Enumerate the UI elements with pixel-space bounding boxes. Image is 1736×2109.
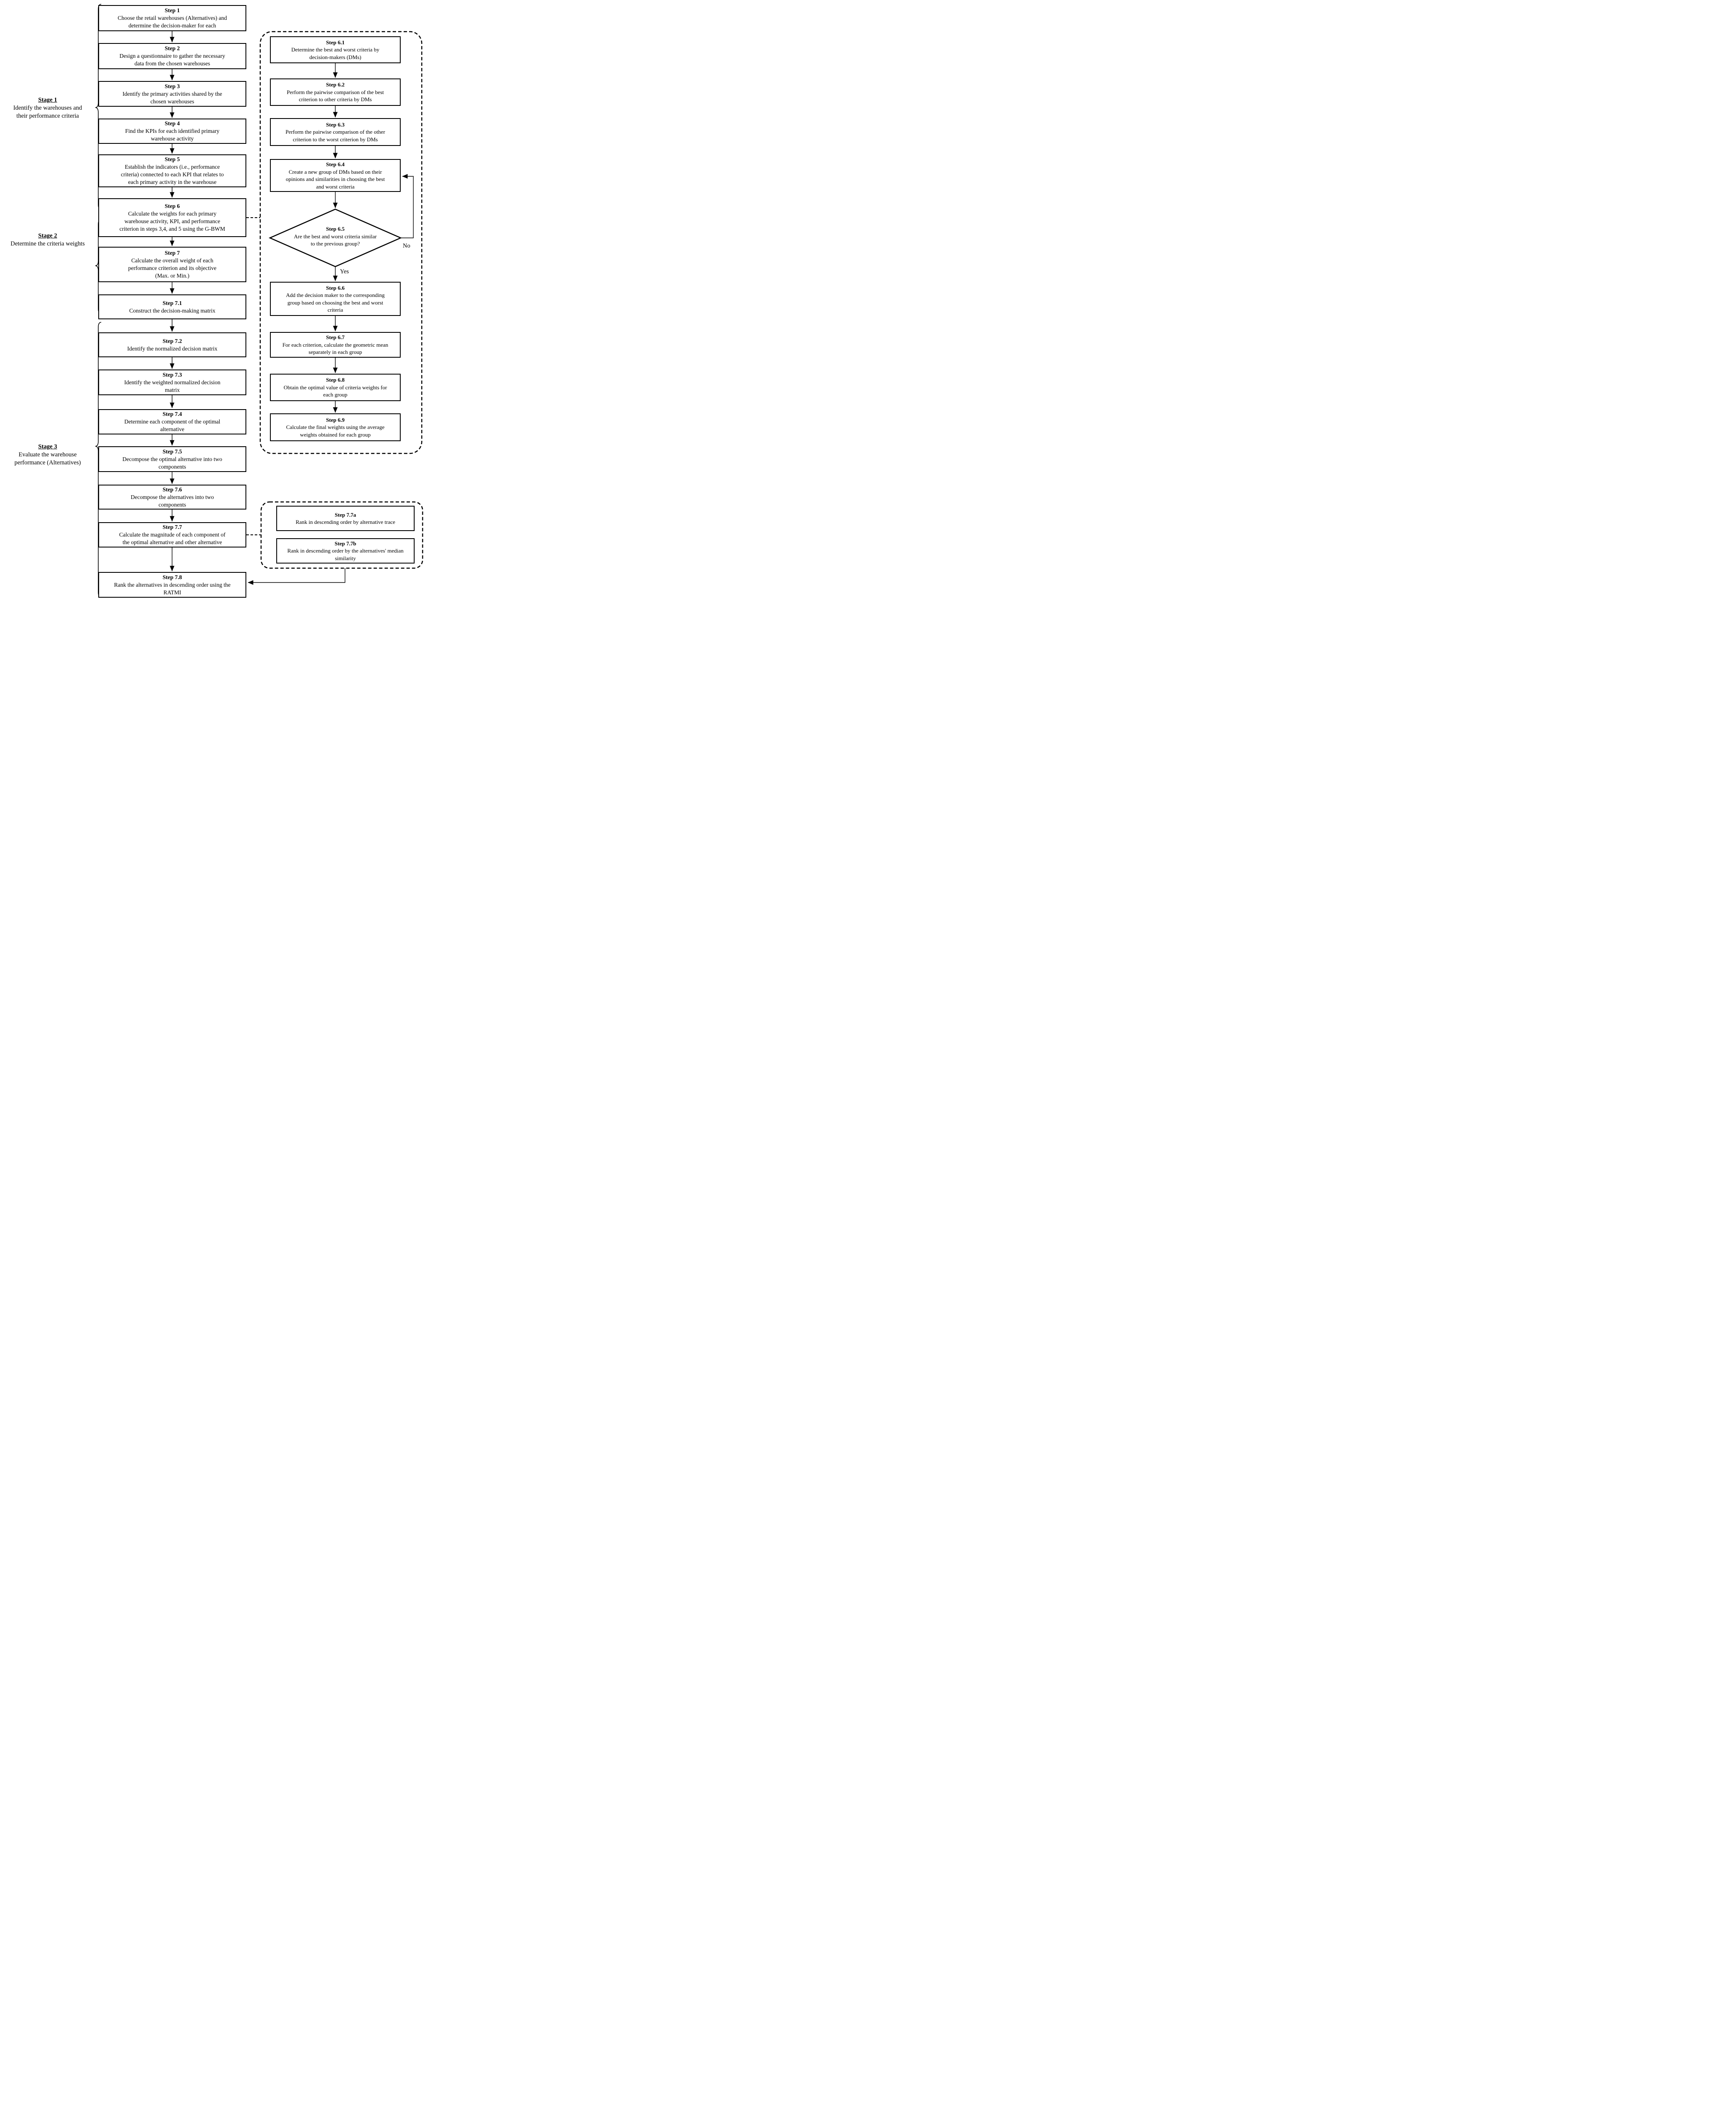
- step-6-3-box: Step 6.3 Perform the pairwise comparison…: [270, 118, 401, 146]
- step-5-box: Step 5 Establish the indicators (i.e., p…: [98, 154, 246, 187]
- step-7-title: Step 7: [164, 250, 180, 256]
- step-7-3-title: Step 7.3: [162, 371, 182, 378]
- step-7-2-text: Identify the normalized decision matrix: [127, 345, 218, 352]
- step-7-3-box: Step 7.3 Identify the weighted normalize…: [98, 369, 246, 395]
- flowchart-figure: Stage 1 Identify the warehouses and thei…: [0, 0, 434, 602]
- step-7-7b-box: Step 7.7b Rank in descending order by th…: [276, 538, 415, 564]
- step-6-title: Step 6: [164, 203, 180, 209]
- step-6-6-text: Add the decision maker to the correspond…: [286, 292, 385, 313]
- step-7-4-box: Step 7.4 Determine each component of the…: [98, 409, 246, 434]
- step-6-7-box: Step 6.7 For each criterion, calculate t…: [270, 332, 401, 358]
- step-3-text: Identify the primary activities shared b…: [122, 90, 222, 105]
- step-7-3-text: Identify the weighted normalized decisio…: [124, 379, 221, 393]
- step-7-text: Calculate the overall weight of each per…: [128, 257, 217, 279]
- step-7-7-text: Calculate the magnitude of each componen…: [119, 531, 226, 545]
- step-6-1-title: Step 6.1: [326, 39, 345, 46]
- step-7-1-text: Construct the decision-making matrix: [129, 307, 216, 314]
- step-6-9-title: Step 6.9: [326, 416, 345, 423]
- step-7-6-text: Decompose the alternatives into two comp…: [130, 494, 214, 508]
- step-6-box: Step 6 Calculate the weights for each pr…: [98, 198, 246, 237]
- step-7-7-box: Step 7.7 Calculate the magnitude of each…: [98, 522, 246, 547]
- step-7-5-text: Decompose the optimal alternative into t…: [122, 456, 222, 470]
- step-6-9-box: Step 6.9 Calculate the final weights usi…: [270, 413, 401, 441]
- stage-3-label: Stage 3 Evaluate the warehouse performan…: [0, 443, 95, 467]
- decision-title: Step 6.5: [326, 226, 345, 232]
- step-7-7a-title: Step 7.7a: [334, 511, 356, 518]
- step-6-1-text: Determine the best and worst criteria by…: [291, 46, 380, 60]
- no-branch-label: No: [403, 243, 410, 249]
- step-2-title: Step 2: [164, 45, 180, 51]
- step-6-4-box: Step 6.4 Create a new group of DMs based…: [270, 159, 401, 192]
- step-7-4-text: Determine each component of the optimal …: [124, 418, 221, 432]
- step-7-7b-title: Step 7.7b: [334, 540, 356, 547]
- step-7-1-box: Step 7.1 Construct the decision-making m…: [98, 294, 246, 319]
- stage-1-description: Identify the warehouses and their perfor…: [13, 105, 82, 119]
- step-6-4-title: Step 6.4: [326, 161, 345, 167]
- step-7-7a-text: Rank in descending order by alternative …: [295, 519, 396, 525]
- step-2-box: Step 2 Design a questionnaire to gather …: [98, 43, 246, 69]
- step-6-4-text: Create a new group of DMs based on their…: [286, 168, 385, 190]
- step-7-2-box: Step 7.2 Identify the normalized decisio…: [98, 332, 246, 357]
- decision-diamond: [268, 208, 402, 267]
- step-7-box: Step 7 Calculate the overall weight of e…: [98, 247, 246, 282]
- step-1-text: Choose the retail warehouses (Alternativ…: [117, 15, 227, 29]
- step-6-8-title: Step 6.8: [326, 377, 345, 383]
- step-7-2-title: Step 7.2: [162, 337, 182, 344]
- yes-branch-label: Yes: [340, 268, 349, 275]
- step-4-title: Step 4: [164, 120, 180, 127]
- gbwm-panel-border: [259, 31, 423, 454]
- step-6-7-text: For each criterion, calculate the geomet…: [282, 341, 388, 356]
- step-6-7-title: Step 6.7: [326, 334, 345, 341]
- step-6-2-text: Perform the pairwise comparison of the b…: [286, 89, 384, 103]
- step-4-box: Step 4 Find the KPIs for each identified…: [98, 119, 246, 144]
- ratmi-to-step78-connector: [248, 568, 345, 585]
- step-7-5-box: Step 7.5 Decompose the optimal alternati…: [98, 446, 246, 472]
- stage-1-label: Stage 1 Identify the warehouses and thei…: [0, 96, 95, 120]
- step-7-8-title: Step 7.8: [162, 574, 182, 580]
- step-6-8-box: Step 6.8 Obtain the optimal value of cri…: [270, 374, 401, 401]
- step-7-6-title: Step 7.6: [162, 486, 182, 493]
- step-1-title: Step 1: [164, 7, 180, 13]
- step-7-5-title: Step 7.5: [162, 448, 182, 455]
- step-7-6-box: Step 7.6 Decompose the alternatives into…: [98, 485, 246, 510]
- step-6-3-text: Perform the pairwise comparison of the o…: [285, 129, 385, 143]
- step-6-8-text: Obtain the optimal value of criteria wei…: [283, 384, 387, 398]
- step-6-2-box: Step 6.2 Perform the pairwise comparison…: [270, 78, 401, 106]
- step-2-text: Design a questionnaire to gather the nec…: [119, 53, 225, 67]
- step-6-2-title: Step 6.2: [326, 81, 345, 88]
- stage-2-title: Stage 2: [38, 232, 57, 239]
- step-6-6-box: Step 6.6 Add the decision maker to the c…: [270, 282, 401, 316]
- step-7-4-title: Step 7.4: [162, 411, 182, 417]
- step-6-9-text: Calculate the final weights using the av…: [286, 424, 385, 438]
- step-6-1-box: Step 6.1 Determine the best and worst cr…: [270, 36, 401, 63]
- no-loop-connector: [401, 174, 414, 238]
- step-7-8-text: Rank the alternatives in descending orde…: [114, 581, 231, 596]
- stage-3-description: Evaluate the warehouse performance (Alte…: [14, 451, 81, 466]
- decision-question: Are the best and worst criteria similar …: [294, 233, 377, 247]
- step-4-text: Find the KPIs for each identified primar…: [125, 128, 220, 142]
- step-7-8-box: Step 7.8 Rank the alternatives in descen…: [98, 572, 246, 598]
- stage-2-description: Determine the criteria weights: [11, 240, 85, 247]
- step-7-7-title: Step 7.7: [162, 524, 182, 530]
- step-5-title: Step 5: [164, 156, 180, 162]
- stage-3-title: Stage 3: [38, 443, 57, 450]
- step-3-box: Step 3 Identify the primary activities s…: [98, 81, 246, 107]
- step-6-6-title: Step 6.6: [326, 284, 345, 291]
- step-7-7b-text: Rank in descending order by the alternat…: [287, 547, 404, 561]
- decision-step-6-5: Step 6.5 Are the best and worst criteria…: [276, 225, 394, 248]
- step-7-1-title: Step 7.1: [162, 299, 182, 306]
- step-1-box: Step 1 Choose the retail warehouses (Alt…: [98, 5, 246, 31]
- step-6-3-title: Step 6.3: [326, 121, 345, 128]
- step-5-text: Establish the indicators (i.e., performa…: [121, 164, 224, 185]
- step-3-title: Step 3: [164, 83, 180, 89]
- stage-1-title: Stage 1: [38, 97, 57, 103]
- step-6-text: Calculate the weights for each primary w…: [119, 210, 225, 232]
- stage-2-label: Stage 2 Determine the criteria weights: [0, 232, 95, 248]
- step-7-7a-box: Step 7.7a Rank in descending order by al…: [276, 506, 415, 531]
